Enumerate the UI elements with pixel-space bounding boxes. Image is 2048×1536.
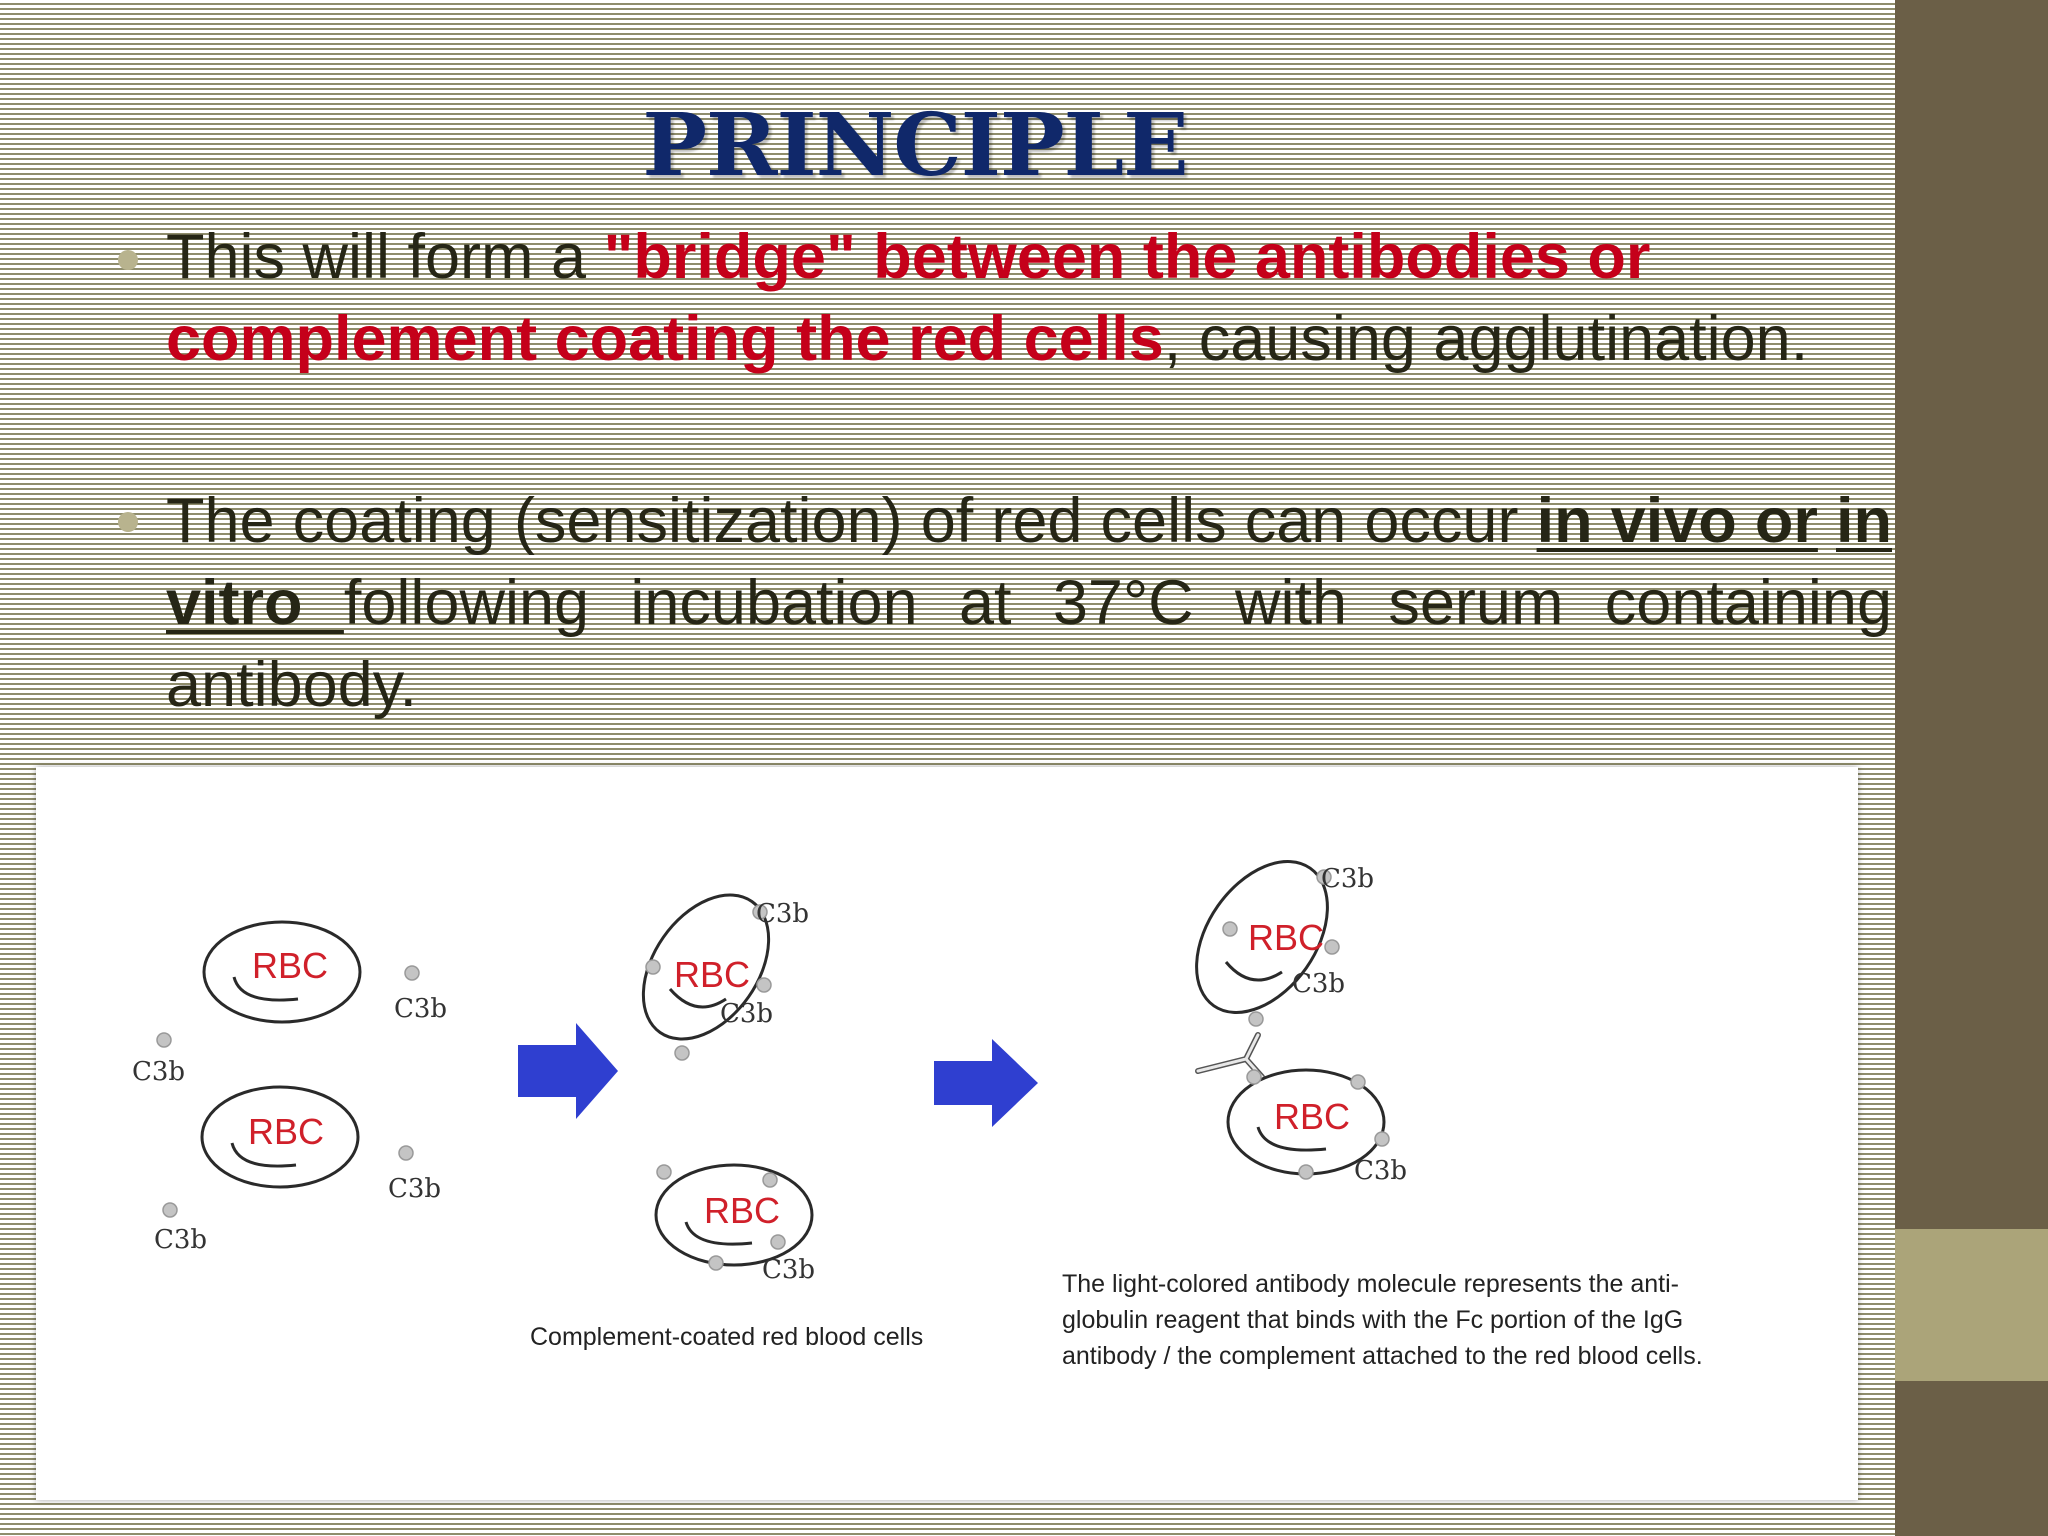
rbc-label: RBC <box>704 1190 780 1231</box>
c3b-label: C3b <box>1292 969 1345 999</box>
rbc-cell: RBC C3b <box>654 1163 815 1285</box>
caption-right-line: globulin reagent that binds with the Fc … <box>1062 1306 1683 1334</box>
c3b-label: C3b <box>394 994 447 1024</box>
rbc-label: RBC <box>252 945 328 986</box>
c3b-label: C3b <box>388 1174 441 1204</box>
c3b-label: C3b <box>132 1057 185 1087</box>
bullet-2-post: following incubation at 37°C with serum … <box>166 568 1893 720</box>
sidebar-accent <box>1895 1229 2048 1381</box>
caption-left: Complement-coated red blood cells <box>530 1323 923 1351</box>
term-in-vitro: in vitro <box>166 486 1892 638</box>
rbc-cell: RBC <box>202 920 362 1024</box>
rbc-label: RBC <box>1248 917 1324 958</box>
arrow-right-icon <box>518 1023 618 1119</box>
arrow-right-icon <box>934 1039 1038 1127</box>
rbc-cell: RBC <box>200 1085 360 1189</box>
bullet-2: The coating (sensitization) of red cells… <box>166 480 1892 726</box>
bullet-2-pre: The coating (sensitization) of red cells… <box>166 486 1537 556</box>
term-in-vivo: in vivo or <box>1536 486 1818 556</box>
caption-right-line: The light-colored antibody molecule repr… <box>1062 1270 1679 1298</box>
bullet-2-mid <box>1818 486 1836 556</box>
bullet-dot-1 <box>118 250 138 270</box>
rbc-cell: RBC C3b <box>1226 1068 1407 1186</box>
c3b-label: C3b <box>720 999 773 1029</box>
slide-title: PRINCIPLE <box>642 95 1188 196</box>
bullet-1: This will form a "bridge" between the an… <box>166 216 1892 380</box>
c3b-label: C3b <box>1321 864 1374 894</box>
bullet-1-post: , causing agglutination. <box>1163 304 1809 374</box>
rbc-cell: RBC C3b C3b <box>1195 860 1374 1027</box>
diagram-svg: RBC RBC C3b C3b C3b C3b RBC C3b C3b <box>132 860 1703 1370</box>
c3b-label: C3b <box>154 1225 207 1255</box>
rbc-cell: RBC C3b C3b <box>641 893 809 1061</box>
diagram-figure: RBC RBC C3b C3b C3b C3b RBC C3b C3b <box>36 767 1858 1500</box>
bullet-dot-2 <box>118 512 138 532</box>
bullet-1-emphasis: "bridge" between the antibodies or compl… <box>166 222 1651 374</box>
c3b-label: C3b <box>1354 1156 1407 1186</box>
bullet-1-pre: This will form a <box>166 222 604 292</box>
rbc-label: RBC <box>248 1111 324 1152</box>
c3b-label: C3b <box>756 899 809 929</box>
caption-right-line: antibody / the complement attached to th… <box>1062 1342 1703 1370</box>
rbc-label: RBC <box>1274 1096 1350 1137</box>
rbc-label: RBC <box>674 954 750 995</box>
c3b-label: C3b <box>762 1255 815 1285</box>
